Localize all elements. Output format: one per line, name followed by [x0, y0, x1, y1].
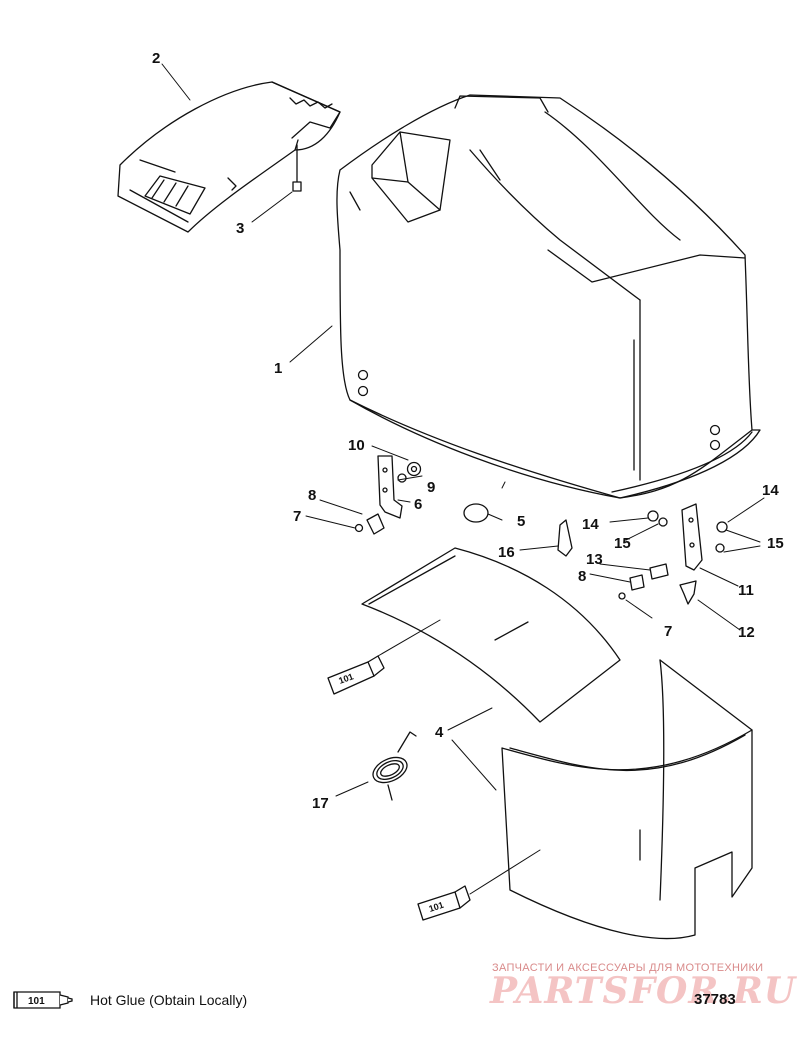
engine-cowl-part [336, 94, 761, 499]
drawing-number: 37783 [694, 991, 736, 1008]
watermark-logo: PARTSFOR.RU [490, 970, 797, 1012]
legend-text: Hot Glue (Obtain Locally) [90, 992, 248, 1008]
callout-7-left: 7 [293, 508, 301, 525]
callout-10: 10 [348, 437, 365, 454]
callout-15-right: 15 [767, 535, 784, 552]
callout-9: 9 [427, 479, 435, 496]
callout-8-left: 8 [308, 487, 316, 504]
glue-tube-icon [417, 885, 471, 921]
legend-tube-label: 101 [28, 996, 45, 1007]
callout-15-left: 15 [614, 535, 631, 552]
callout-7-right: 7 [664, 623, 672, 640]
callout-17: 17 [312, 795, 329, 812]
callout-11: 11 [738, 582, 754, 599]
callout-1: 1 [274, 360, 282, 377]
foam-sheet-bottom [501, 659, 753, 940]
callout-5: 5 [517, 513, 525, 530]
callout-12: 12 [738, 624, 755, 641]
wire-harness-part [372, 731, 417, 801]
leader-lines [161, 63, 765, 895]
right-latch-hardware [557, 503, 728, 605]
legend-glue-tube-icon: 101 [13, 991, 73, 1009]
callout-16: 16 [498, 544, 515, 561]
glue-tube-icon [327, 655, 385, 695]
callout-labels: 1 2 3 4 5 6 7 7 8 8 9 10 11 12 13 14 14 … [152, 50, 784, 914]
callout-13: 13 [586, 551, 603, 568]
plug-part [463, 503, 489, 523]
callout-8-right: 8 [578, 568, 586, 585]
screw-part [292, 144, 302, 192]
callout-2: 2 [152, 50, 160, 67]
callout-4: 4 [435, 724, 444, 741]
watermark-tagline: ЗАПЧАСТИ И АКСЕССУАРЫ ДЛЯ МОТОТЕХНИКИ [492, 962, 764, 974]
top-cover-part [117, 81, 341, 233]
callout-6: 6 [414, 496, 422, 513]
callout-3: 3 [236, 220, 244, 237]
tube-label: 101 [337, 671, 355, 686]
callout-14-left: 14 [582, 516, 599, 533]
tube-label: 101 [428, 900, 445, 914]
callout-14-right: 14 [762, 482, 779, 499]
foam-sheet-top [361, 547, 621, 723]
left-latch-hardware [354, 455, 422, 535]
